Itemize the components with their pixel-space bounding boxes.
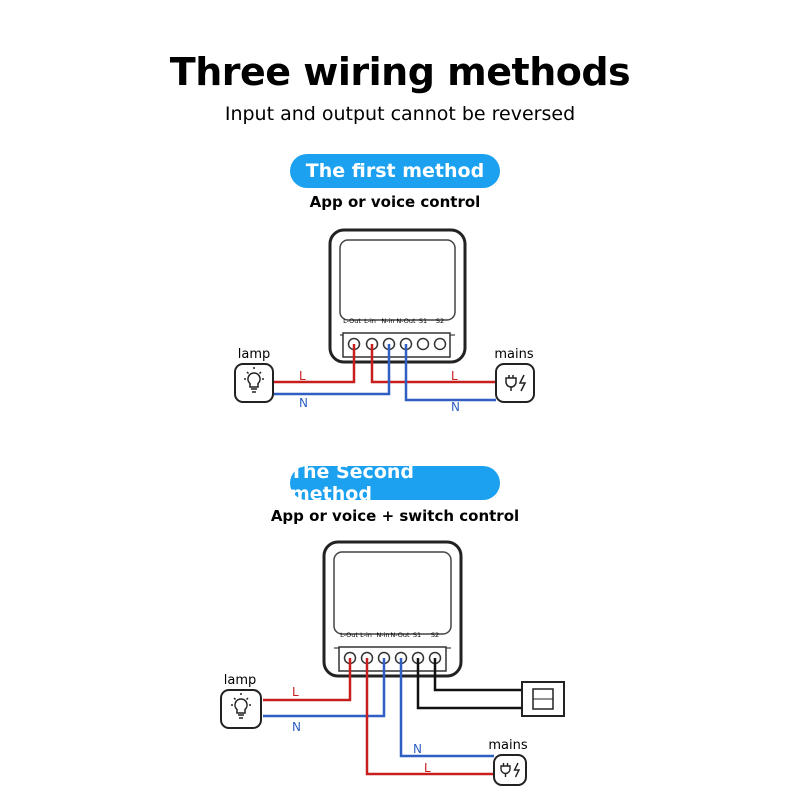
terminal-label: L-in: [364, 317, 376, 325]
plug-icon: [500, 762, 521, 778]
live-wire: [365, 658, 494, 776]
terminal-block: [338, 646, 447, 672]
lamp-box: [234, 363, 274, 403]
live-wire: [370, 344, 496, 384]
neutral-wire: [263, 658, 386, 718]
lamp-label: lamp: [224, 673, 257, 688]
wall-switch-icon: [521, 681, 565, 717]
mains-box: [495, 363, 535, 403]
bulb-icon: [231, 693, 251, 719]
neutral-wire: [272, 344, 391, 396]
terminal-label: L-in: [360, 631, 372, 639]
wire-label-live: L: [451, 369, 458, 383]
bulb-icon: [244, 367, 264, 393]
method-2-caption: App or voice + switch control: [270, 507, 520, 525]
live-wire: [272, 344, 356, 384]
switch-wire: [416, 658, 522, 710]
neutral-wire: [399, 658, 494, 758]
terminal-label: N-Out: [396, 317, 416, 325]
wire-label-neutral: N: [451, 400, 460, 414]
wire-label-live: L: [424, 761, 431, 775]
terminal-label: N-in: [381, 317, 394, 325]
wire-label-neutral: N: [299, 396, 308, 410]
plug-icon: [505, 374, 527, 392]
page-title: Three wiring methods: [169, 50, 631, 94]
relay-module-face: [339, 239, 456, 321]
terminal-screw: [416, 337, 430, 351]
method-2-badge: The Second method: [290, 461, 500, 505]
switch-wire: [433, 658, 522, 692]
method-1-caption: App or voice control: [309, 193, 481, 211]
relay-module-face: [333, 551, 452, 635]
terminal-label: N-Out: [390, 631, 410, 639]
neutral-wire: [404, 344, 496, 402]
method-1-diagram: L-Out L-in N-in N-Out S1 S2 L L N N lamp: [234, 228, 535, 414]
wire-label-live: L: [299, 369, 306, 383]
terminal-label: L-Out: [340, 631, 358, 639]
terminal-label: N-in: [376, 631, 389, 639]
terminal-label: S2: [436, 317, 444, 325]
page-subtitle: Input and output cannot be reversed: [224, 103, 576, 125]
terminal-label: S1: [413, 631, 421, 639]
live-wire: [263, 658, 352, 702]
method-2-diagram: L-Out L-in N-in N-Out S1 S2 L N N L lamp: [220, 540, 565, 786]
method-1-badge: The first method: [290, 154, 500, 188]
mains-label: mains: [488, 738, 527, 753]
mains-label: mains: [494, 347, 533, 362]
terminal-label: S2: [431, 631, 439, 639]
terminal-block: [342, 332, 451, 358]
lamp-box: [220, 689, 262, 729]
terminal-label: S1: [419, 317, 427, 325]
wire-label-neutral: N: [292, 720, 301, 734]
wire-label-neutral: N: [413, 742, 422, 756]
terminal-label: L-Out: [343, 317, 361, 325]
terminal-screw: [433, 337, 447, 351]
lamp-label: lamp: [238, 347, 271, 362]
wire-label-live: L: [292, 685, 299, 699]
